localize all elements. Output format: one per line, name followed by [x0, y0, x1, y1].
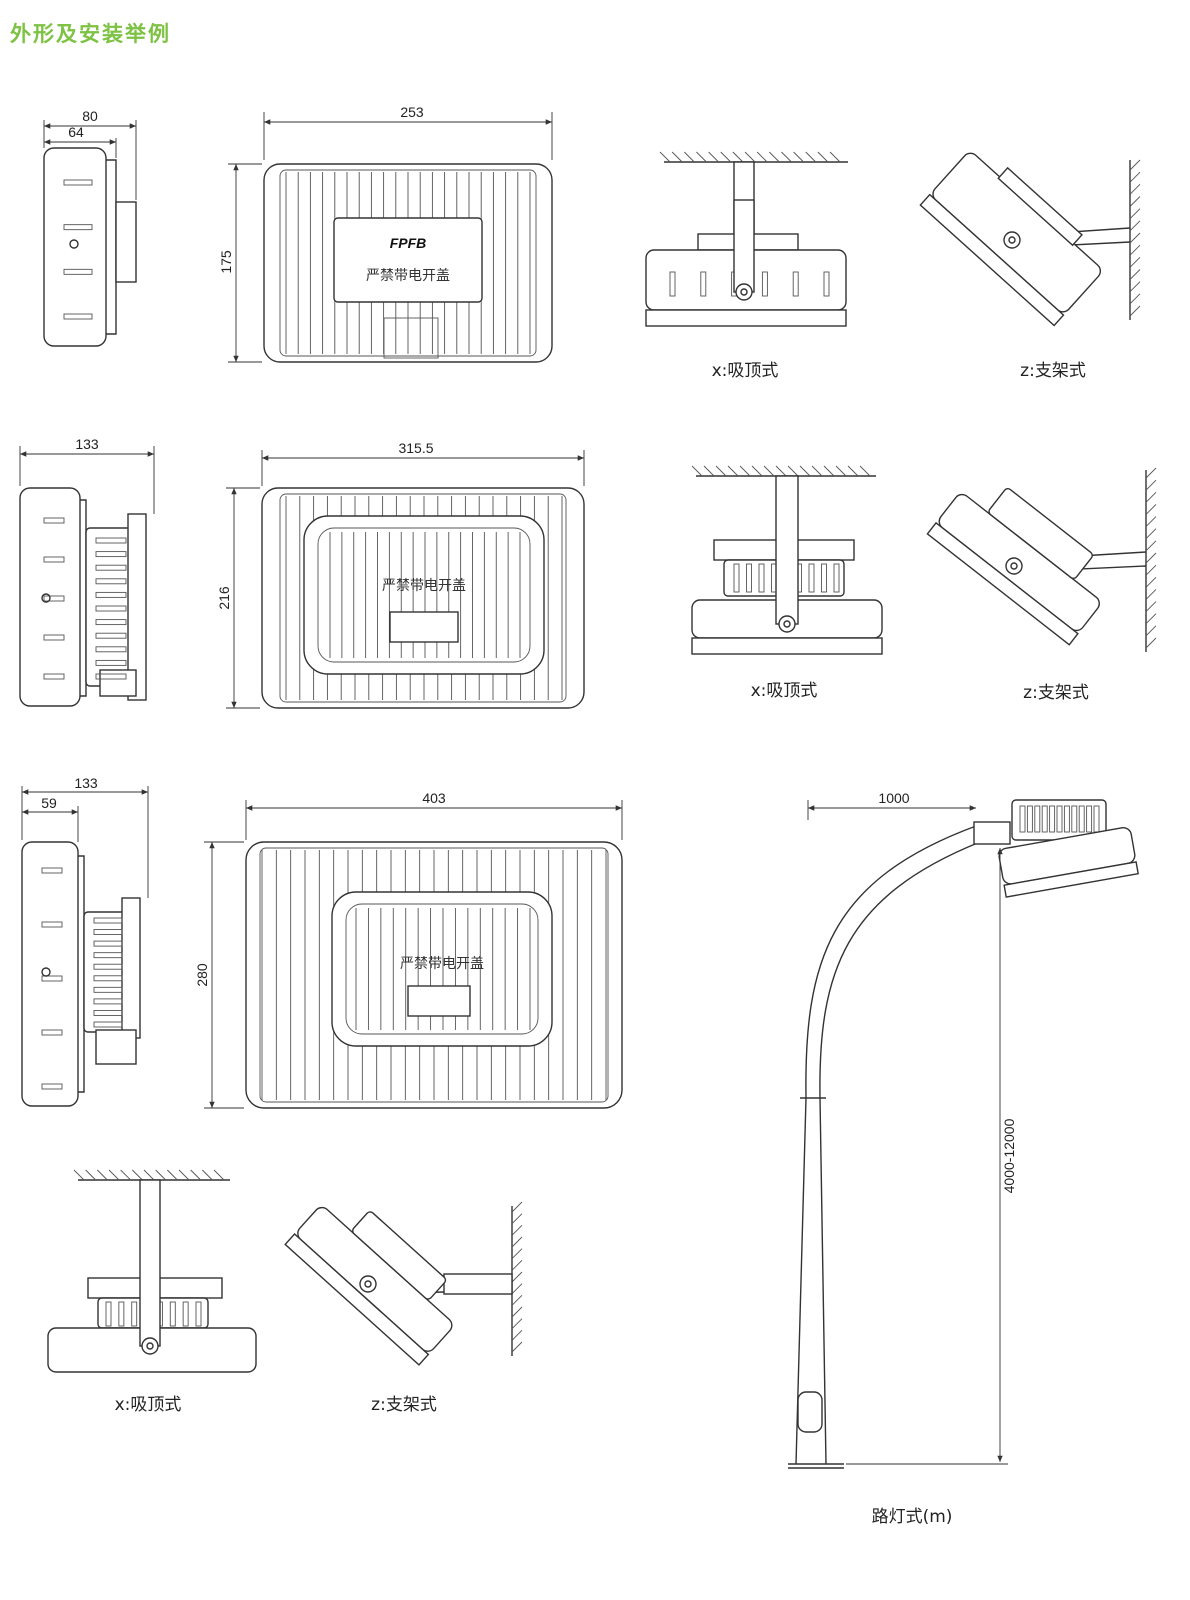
row3-bracket-mount: [284, 1201, 523, 1366]
dim-street-height: 4000-12000: [1001, 1118, 1017, 1193]
dim-r2-side-depth: 133: [75, 436, 99, 452]
dim-r1-front-width: 253: [400, 104, 424, 120]
row3-side-dimensions: 133 59: [21, 775, 149, 898]
caption-street-light: 路灯式(m): [872, 1507, 953, 1527]
row3-side-view: [21, 841, 141, 1107]
caption-r3-ceiling: x:吸顶式: [115, 1395, 182, 1415]
dim-r2-front-height: 216: [216, 586, 232, 610]
section-heading: 外形及安装举例: [10, 22, 171, 46]
cover-label-r1: 严禁带电开盖: [366, 268, 450, 284]
row1-ceiling-mount: [645, 151, 848, 327]
street-light-dimensions: 1000 4000-12000: [807, 790, 1017, 1465]
cover-label-r3: 严禁带电开盖: [400, 956, 484, 972]
caption-r2-ceiling: x:吸顶式: [751, 681, 818, 701]
cover-label-r2: 严禁带电开盖: [382, 578, 466, 594]
dim-r1-side-outer: 80: [82, 108, 98, 124]
row2-ceiling-mount: [691, 465, 883, 655]
dim-street-arm: 1000: [878, 790, 909, 806]
dim-r1-front-height: 175: [218, 250, 234, 274]
row2-side-dimensions: 133: [19, 436, 155, 514]
row1-front-view: FPFB 严禁带电开盖: [263, 163, 553, 363]
row2-bracket-mount: [926, 467, 1157, 652]
row3-front-view: 严禁带电开盖: [245, 841, 623, 1109]
dim-r2-front-width: 315.5: [398, 440, 433, 456]
row2-side-view: [19, 487, 147, 707]
caption-r1-ceiling: x:吸顶式: [712, 361, 779, 381]
row3-front-dimensions: 403 280: [194, 790, 623, 1109]
brand-logo: FPFB: [390, 235, 427, 251]
caption-r2-bracket: z:支架式: [1023, 683, 1089, 703]
row1-front-dimensions: 253 175: [218, 104, 553, 363]
row3-ceiling-mount: [47, 1169, 257, 1373]
dim-r3-front-height: 280: [194, 963, 210, 987]
street-light-pole: [788, 799, 1139, 1469]
row2-front-view: 严禁带电开盖: [261, 487, 585, 709]
row2-front-dimensions: 315.5 216: [216, 440, 585, 709]
row1-side-dimensions: 80 64: [43, 108, 137, 200]
dim-r3-front-width: 403: [422, 790, 446, 806]
row1-bracket-mount: [919, 152, 1141, 327]
dim-r3-side-depth: 133: [74, 775, 98, 791]
dim-r1-side-inner: 64: [68, 124, 84, 140]
row1-side-view: [43, 147, 137, 347]
caption-r3-bracket: z:支架式: [371, 1395, 437, 1415]
dim-r3-side-inner: 59: [41, 795, 57, 811]
caption-r1-bracket: z:支架式: [1020, 361, 1086, 381]
